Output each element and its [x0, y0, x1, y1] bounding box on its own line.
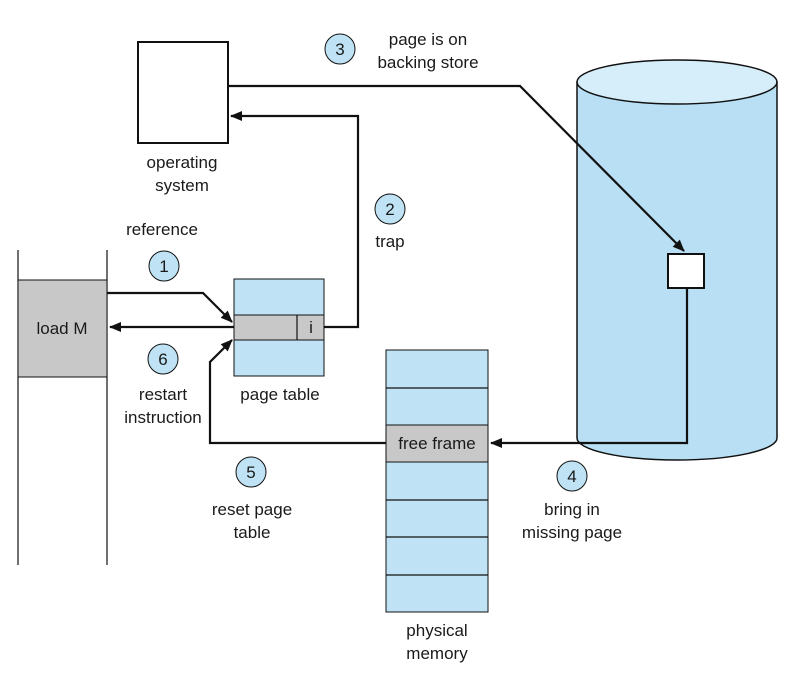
reference-label: reference — [126, 220, 198, 239]
operating-system-label-2: system — [155, 176, 209, 195]
arrow-bring-in — [490, 288, 689, 448]
missing-page-on-disk — [667, 253, 705, 289]
trap-label: trap — [375, 232, 404, 251]
physical-memory-label-1: physical — [406, 621, 467, 640]
physical-memory-box — [385, 349, 489, 613]
restart-label-2: instruction — [124, 408, 201, 427]
step-4-number: 4 — [567, 467, 576, 486]
arrow-reference — [107, 291, 233, 323]
step-4: 4 — [556, 460, 588, 492]
step-3-circle — [324, 33, 356, 65]
step-2-circle — [374, 193, 406, 225]
physical-memory: free frame — [385, 349, 489, 613]
step-1: 1 — [148, 250, 180, 282]
step-5: 5 — [235, 456, 267, 488]
step-6: 6 — [147, 343, 179, 375]
step-1-number: 1 — [159, 257, 168, 276]
step-6-circle — [147, 343, 179, 375]
process-address-space: load M — [17, 250, 108, 565]
page-table-label: page table — [240, 385, 319, 404]
free-frame-label: free frame — [398, 434, 475, 453]
bring-label-1: bring in — [544, 500, 600, 519]
page-on-backing-label-2: backing store — [377, 53, 478, 72]
arrow-reset-table — [208, 339, 386, 445]
arrow-trap — [230, 111, 360, 329]
reset-label-1: reset page — [212, 500, 292, 519]
operating-system-label-1: operating — [147, 153, 218, 172]
step-3: 3 — [324, 33, 356, 65]
step-4-circle — [556, 460, 588, 492]
step-5-number: 5 — [246, 463, 255, 482]
load-m-label: load M — [36, 319, 87, 338]
invalid-bit: i — [309, 318, 313, 337]
bring-label-2: missing page — [522, 523, 622, 542]
step-3-number: 3 — [335, 40, 344, 59]
operating-system-box — [137, 41, 229, 144]
step-6-number: 6 — [158, 350, 167, 369]
restart-label-1: restart — [139, 385, 187, 404]
step-2-number: 2 — [385, 200, 394, 219]
backing-store-disk — [576, 59, 778, 461]
step-1-circle — [148, 250, 180, 282]
physical-memory-label-2: memory — [406, 644, 468, 663]
reset-label-2: table — [234, 523, 271, 542]
arrow-backing-store — [228, 84, 685, 252]
page-on-backing-label-1: page is on — [389, 30, 467, 49]
step-2: 2 — [374, 193, 406, 225]
page-table: i — [233, 278, 325, 377]
step-5-circle — [235, 456, 267, 488]
disk-top — [576, 59, 778, 105]
load-m-instruction — [17, 279, 108, 378]
